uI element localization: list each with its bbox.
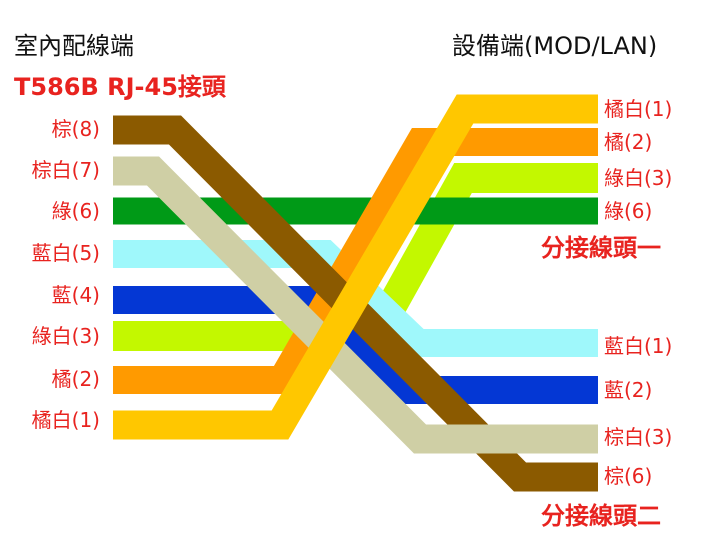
- left-subtitle: T586B RJ-45接頭: [14, 73, 226, 101]
- left-label-brown-white: 棕白(7): [31, 158, 100, 182]
- wire-brown-white: [113, 156, 598, 454]
- right-label-green: 綠(6): [604, 199, 653, 223]
- left-label-blue-white: 藍白(5): [31, 241, 100, 265]
- right-label-orange: 橘(2): [604, 130, 653, 154]
- wire-green-white: [113, 163, 598, 351]
- wire-blue: [113, 286, 598, 404]
- left-title: 室內配線端: [14, 32, 134, 60]
- group2-title: 分接線頭二: [541, 502, 661, 530]
- right-label-green-white: 綠白(3): [604, 166, 673, 190]
- wire-orange-white: [113, 94, 598, 440]
- wire-orange: [113, 128, 598, 394]
- right-label-brown: 棕(6): [604, 464, 653, 488]
- left-label-green: 綠(6): [51, 199, 100, 223]
- group1-title: 分接線頭一: [541, 234, 661, 262]
- right-label-blue-white: 藍白(1): [604, 334, 673, 358]
- right-title: 設備端(MOD/LAN): [452, 32, 658, 60]
- left-label-green-white: 綠白(3): [31, 324, 100, 348]
- left-label-orange: 橘(2): [51, 367, 100, 391]
- right-label-orange-white: 橘白(1): [604, 97, 673, 121]
- left-label-blue: 藍(4): [51, 283, 100, 307]
- left-label-brown: 棕(8): [51, 117, 100, 141]
- right-label-brown-white: 棕白(3): [604, 425, 673, 449]
- right-label-blue: 藍(2): [604, 378, 653, 402]
- left-label-orange-white: 橘白(1): [31, 408, 100, 432]
